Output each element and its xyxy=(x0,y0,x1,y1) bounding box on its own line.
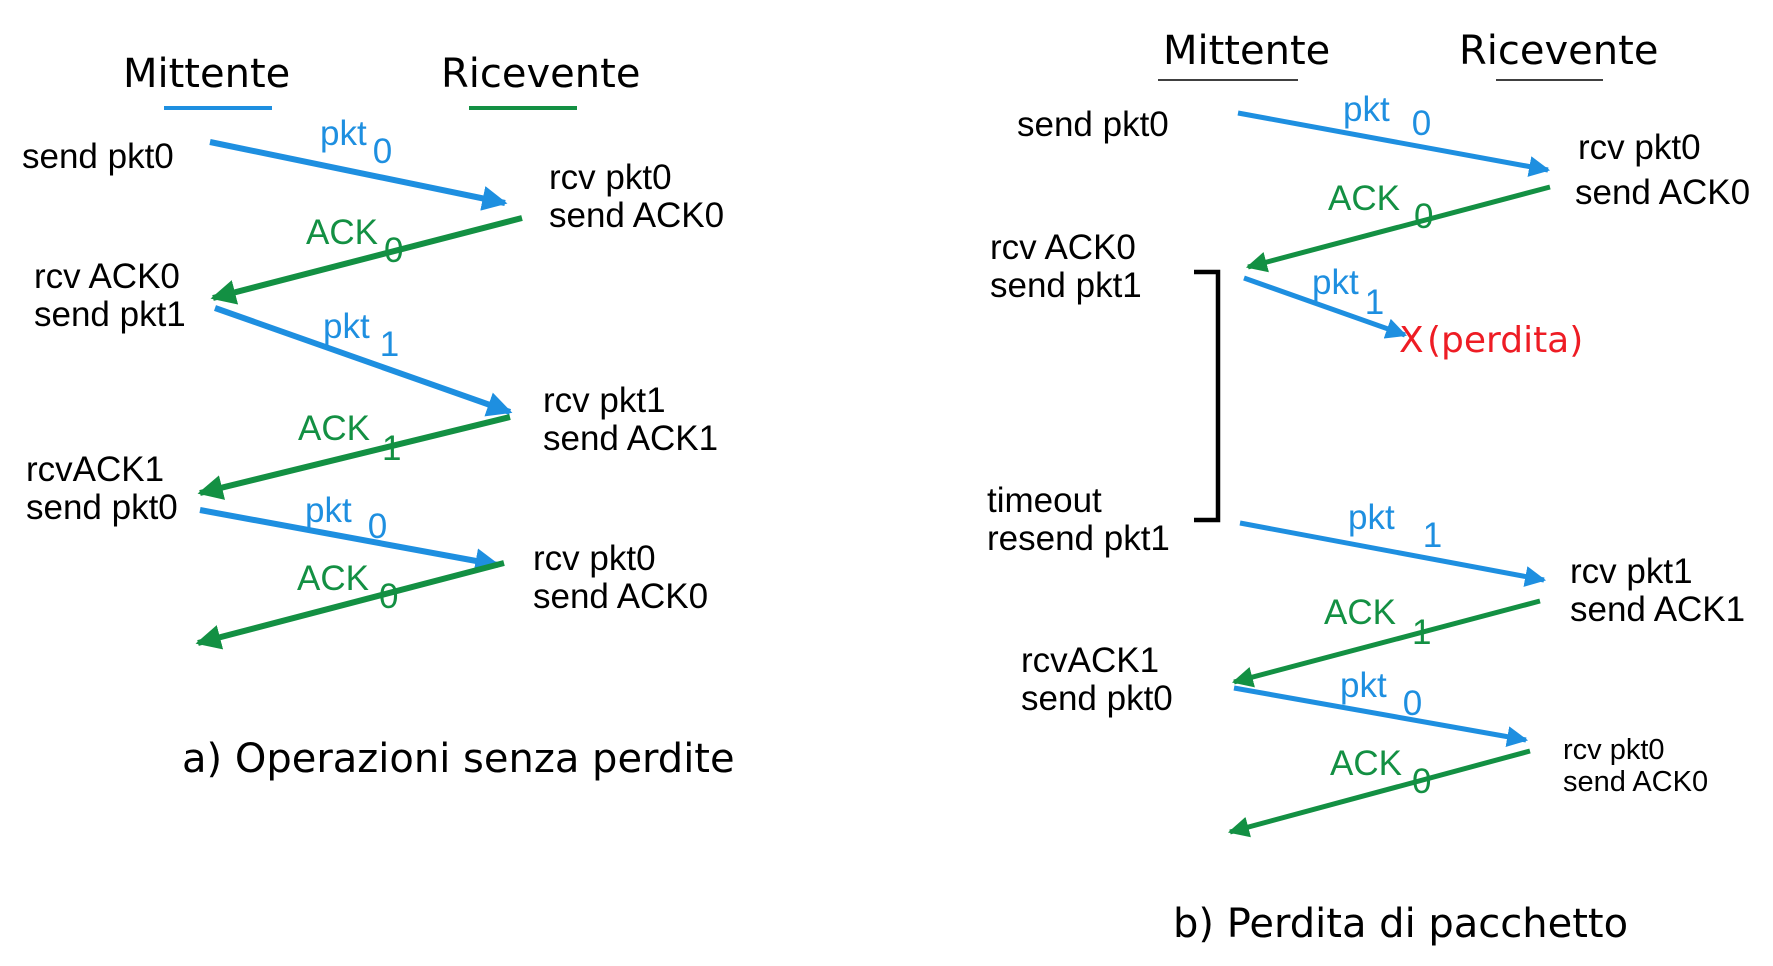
panel-b-ack-arrow xyxy=(1231,598,1541,688)
panel-b-sender-event: timeout resend pkt1 xyxy=(987,481,1170,558)
panel-b-pkt-label: pkt1 xyxy=(1312,263,1384,322)
panel-b-caption: b) Perdita di pacchetto xyxy=(1173,901,1628,947)
panel-a-receiver-title: Ricevente xyxy=(441,51,640,97)
panel-b-pkt-arrow xyxy=(1239,520,1547,587)
panel-b-pkt-arrow xyxy=(1237,110,1551,177)
loss-label: (perdita) xyxy=(1427,320,1583,361)
panel-a-pkt-arrow xyxy=(214,305,513,417)
panel-a-receiver-event: rcv pkt0 send ACK0 xyxy=(549,158,724,235)
panel-b-ack-arrow xyxy=(1245,184,1551,273)
panel-b-ack-label: ACK1 xyxy=(1324,593,1431,652)
panel-b-receiver-event: rcv pkt0 send ACK0 xyxy=(1563,734,1708,798)
panel-a: Mittente Ricevente send pkt0 rcv ACK0 se… xyxy=(22,51,735,782)
panel-a-ack-label: ACK1 xyxy=(298,409,401,468)
panel-a-sender-event: send pkt0 xyxy=(22,137,174,176)
panel-a-receiver-event: rcv pkt0 send ACK0 xyxy=(533,539,708,616)
panel-a-caption: a) Operazioni senza perdite xyxy=(182,736,735,782)
panel-a-receiver-event: rcv pkt1 send ACK1 xyxy=(543,381,718,458)
panel-a-ack-arrow xyxy=(210,215,523,305)
panel-b-sender-title: Mittente xyxy=(1163,28,1330,74)
timeout-bracket xyxy=(1194,269,1221,523)
panel-a-ack-arrow xyxy=(195,560,505,650)
panel-a-sender-event: rcvACK1 send pkt0 xyxy=(26,450,178,527)
panel-b-sender-event: rcv ACK0 send pkt1 xyxy=(990,228,1146,305)
panel-b-receiver-title: Ricevente xyxy=(1459,28,1658,74)
panel-b-pkt-arrow xyxy=(1233,685,1529,748)
panel-a-sender-event: rcv ACK0 send pkt1 xyxy=(34,257,190,334)
panel-b: Mittente Ricevente send pkt0 rcv ACK0 se… xyxy=(987,28,1750,947)
panel-a-ack-arrow xyxy=(197,414,511,500)
panel-b-sender-event: rcvACK1 send pkt0 xyxy=(1021,641,1173,718)
panel-b-receiver-event: rcv pkt0 send ACK0 xyxy=(1575,128,1750,212)
panel-b-ack-arrow xyxy=(1227,748,1531,838)
loss-x-icon: X xyxy=(1399,320,1424,361)
panel-b-lost-pkt-arrow xyxy=(1243,275,1407,339)
panel-b-receiver-event: rcv pkt1 send ACK1 xyxy=(1570,552,1745,629)
panel-a-pkt-arrow xyxy=(209,139,508,211)
panel-b-sender-event: send pkt0 xyxy=(1017,105,1169,144)
panel-a-pkt-arrow xyxy=(199,507,501,574)
panel-a-sender-title: Mittente xyxy=(123,51,290,97)
